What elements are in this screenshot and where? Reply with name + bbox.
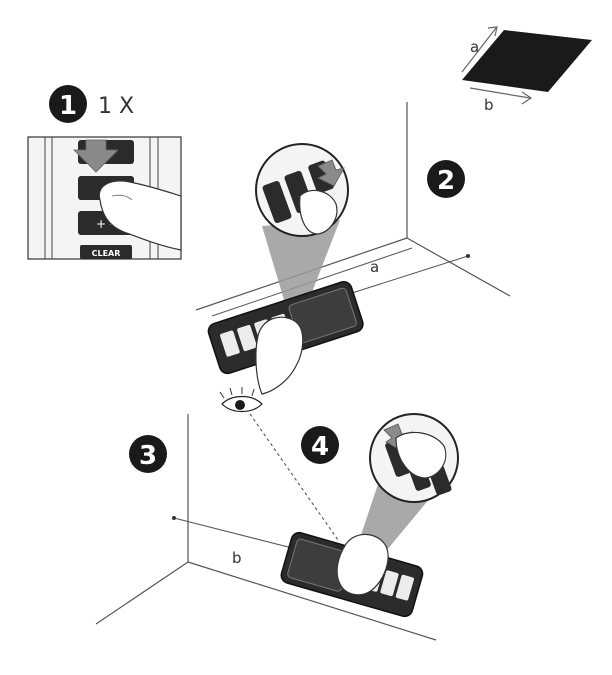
side-b-arrow [469, 87, 531, 99]
side-b-label: b [484, 96, 494, 114]
wall-a-label: a [370, 258, 379, 276]
finger-4 [395, 431, 447, 479]
press-down-arrow [73, 139, 119, 173]
eye-icon [219, 387, 263, 413]
press-arrow-2 [317, 159, 345, 187]
step-4-number: 4 [311, 432, 329, 462]
hand-step-2 [255, 316, 304, 395]
step-4-badge: 4 [301, 426, 339, 464]
keypad-closeup-panel: + - CLEAR [27, 136, 182, 260]
lower-wall-corner: b [95, 414, 437, 641]
magnifier-beam [262, 220, 340, 320]
side-a-arrow [461, 27, 497, 73]
finger-2 [299, 189, 338, 235]
step-2-badge: 2 [427, 160, 465, 198]
key-clear [80, 245, 132, 259]
area-square-illustration: a b [461, 26, 592, 114]
step-3-number: 3 [139, 441, 157, 471]
step-1-number: 1 [59, 91, 77, 121]
step-2-magnifier [255, 143, 349, 320]
step-1-note: 1 X [98, 94, 134, 119]
hand-step-4 [336, 533, 389, 596]
step-2-number: 2 [437, 166, 455, 196]
clear-key-label: CLEAR [92, 249, 121, 258]
sight-line [249, 413, 339, 541]
side-a-label: a [470, 38, 479, 56]
step-3-badge: 3 [129, 435, 167, 473]
area-square [462, 30, 592, 92]
laser-line-b [173, 517, 301, 551]
step-1-badge: 1 [49, 85, 87, 123]
finger-press [98, 180, 182, 251]
upper-wall-corner: a [195, 102, 511, 317]
wall-b-label: b [232, 549, 242, 567]
